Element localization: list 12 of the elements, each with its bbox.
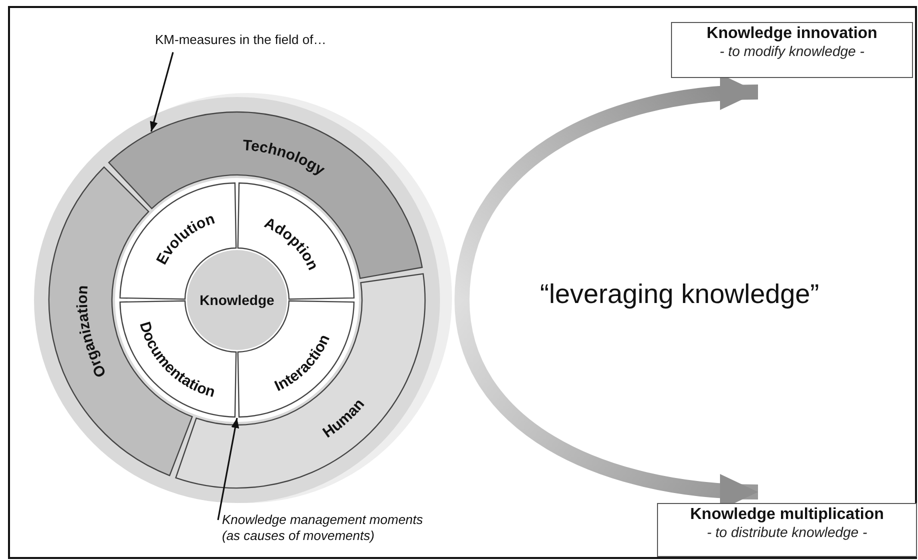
box-title: Knowledge multiplication	[689, 506, 885, 524]
core-label: Knowledge	[200, 292, 274, 308]
box-title: Knowledge innovation	[706, 25, 878, 43]
box-subtitle: - to modify knowledge -	[718, 43, 866, 59]
text-box	[657, 503, 917, 557]
center-text: “leveraging knowledge”	[540, 279, 820, 310]
annotation-text: Knowledge management moments (as causes of movements)	[222, 512, 424, 544]
text-box	[671, 22, 913, 78]
leader-arrow	[150, 52, 174, 132]
box-subtitle: - to distribute knowledge -	[706, 524, 868, 540]
leader-arrow	[217, 418, 240, 520]
callout-text: KM-measures in the field of…	[155, 32, 328, 48]
